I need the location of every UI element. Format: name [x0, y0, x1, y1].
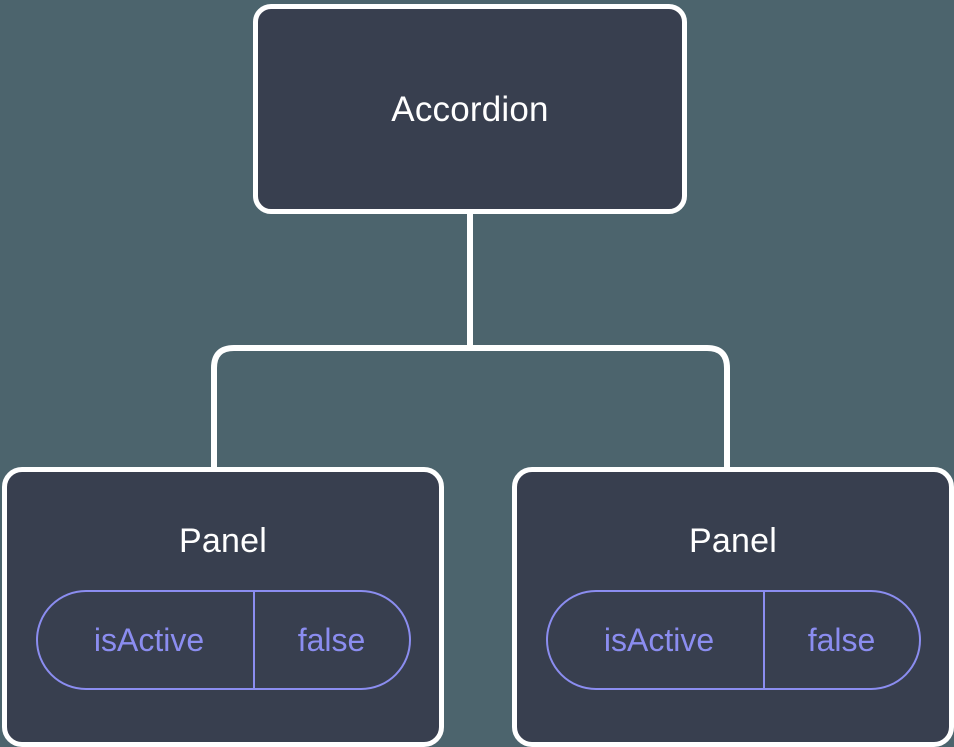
- state-key-panel-1: isActive: [93, 622, 205, 658]
- node-panel-1-title: Panel: [179, 522, 267, 560]
- state-pill-panel-1[interactable]: isActive false: [35, 590, 411, 690]
- state-value-panel-1: false: [252, 592, 409, 688]
- node-panel-2-title: Panel: [689, 522, 777, 560]
- edge-root-to-panel-2: [470, 345, 730, 470]
- node-accordion-title: Accordion: [391, 89, 549, 129]
- state-value-panel-2: false: [762, 592, 919, 688]
- edge-root-to-panel-1: [211, 345, 470, 470]
- state-key-panel-2: isActive: [603, 622, 715, 658]
- node-panel-1[interactable]: Panel isActive false: [2, 467, 444, 747]
- node-accordion[interactable]: Accordion: [253, 4, 687, 214]
- state-pill-panel-2[interactable]: isActive false: [545, 590, 921, 690]
- node-panel-2[interactable]: Panel isActive false: [512, 467, 954, 747]
